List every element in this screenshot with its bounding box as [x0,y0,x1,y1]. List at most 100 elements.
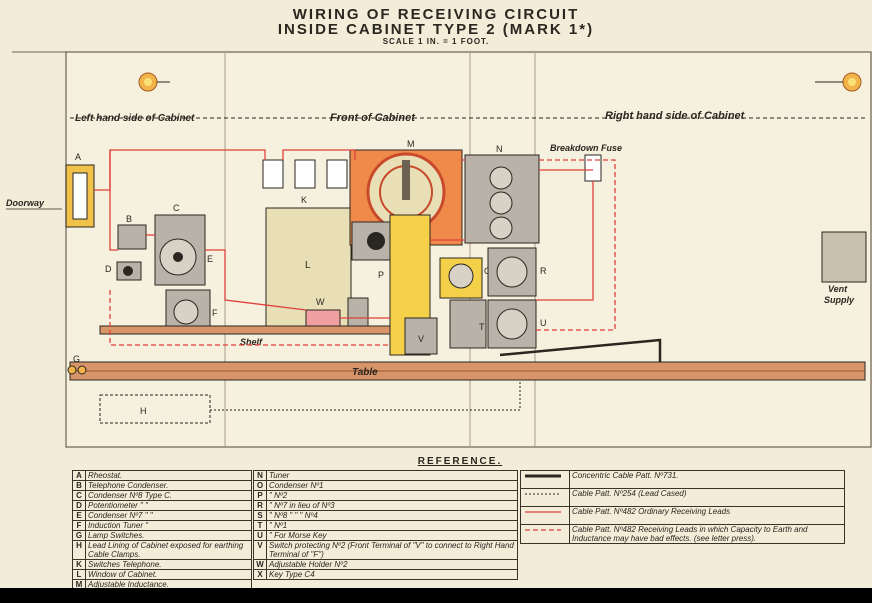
reference-description: Condenser Nº7 " " [85,510,252,521]
reference-key: N [253,470,267,481]
receiving-leads [94,149,594,319]
letter-p: P [378,270,384,280]
condenser-o-dial [448,263,474,289]
adjustable-inductance-m-arm [402,160,410,200]
reference-row: P" Nº2 [253,490,518,501]
vent-supply-grille [821,231,867,283]
letter-v: W [316,297,325,307]
reference-row: T" Nº1 [253,520,518,531]
holder-w [347,297,369,327]
cable-legend-row: Cable Patt. Nº482 Receiving Leads in whi… [520,524,845,544]
window-l [265,207,352,329]
lamp-switch-1-icon [67,365,77,375]
reference-description: Condenser Nº8 Type C. [85,490,252,501]
concentric-cable [499,338,662,362]
switch-v [305,309,341,327]
reference-description: Tuner [266,470,518,481]
condenser-2-knob [367,232,385,250]
lead-lining-h [99,394,211,424]
label-breakdown-fuse: Breakdown Fuse [550,143,622,153]
tuner-n-dial-3 [489,216,513,240]
reference-key: G [72,530,86,541]
letter-h: H [140,406,147,416]
letter-n: N [496,144,503,154]
lamp-right-icon [815,72,862,92]
cable-description: Cable Patt. Nº482 Receiving Leads in whi… [569,524,845,544]
lead-cased-cable [210,380,521,411]
reference-key: C [72,490,86,501]
label-doorway: Doorway [6,198,45,208]
condenser-u [404,317,438,355]
sensitive-leads [109,159,616,346]
reference-key: A [72,470,86,481]
cable-description: Cable Patt. Nº482 Ordinary Receiving Lea… [569,506,845,525]
letter-r: R [540,266,547,276]
label-shelf: Shelf [240,337,263,347]
reference-table-cables: Concentric Cable Patt. Nº731.Cable Patt.… [520,470,845,544]
letter-b: B [126,214,132,224]
tuner-n-dial-1 [489,166,513,190]
cable-legend-row: Cable Patt. Nº482 Ordinary Receiving Lea… [520,506,845,525]
cable-sample [520,488,570,507]
reference-key: D [72,500,86,511]
switches-telephone-k [262,159,348,189]
label-table: Table [352,367,378,378]
reference-key: T [253,520,267,531]
tuner-n-dial-2 [489,191,513,215]
reference-row: R" Nº7 in lieu of Nº3 [253,500,518,511]
reference-key: U [253,530,267,541]
letter-l: L [305,260,311,271]
reference-key: V [253,540,267,560]
reference-description: Telephone Condenser. [85,480,252,491]
label-left-side: Left hand side of Cabinet [75,113,195,124]
cable-legend-row: Cable Patt. Nº254 (Lead Cased) [520,488,845,507]
induction-tuner-f-dial [173,299,199,325]
reference-key: H [72,540,86,560]
potentiometer-d-knob [123,266,133,276]
condenser-r-dial [496,256,528,288]
label-vent: Vent [828,284,848,294]
letter-t: U [540,318,547,328]
reference-description: " Nº8 " " " Nº4 [266,510,518,521]
cable-description: Cable Patt. Nº254 (Lead Cased) [569,488,845,507]
letter-k: K [301,195,307,205]
letter-c: C [173,203,180,213]
condenser-s [449,299,487,349]
label-supply: Supply [824,295,855,305]
letter-d: D [105,264,112,274]
letter-a: A [75,152,81,162]
letter-m: M [407,139,415,149]
reference-key: L [72,569,86,580]
label-right-side: Right hand side of Cabinet [605,110,746,122]
reference-key: W [253,559,267,570]
cable-description: Concentric Cable Patt. Nº731. [569,470,845,489]
reference-title: REFERENCE. [417,456,503,467]
reference-key: O [253,480,267,491]
reference-key: X [253,569,267,580]
shelf [99,325,391,335]
reference-description: Condenser Nº1 [266,480,518,491]
letter-e: E [207,254,213,264]
reference-key: K [72,559,86,570]
reference-key: F [72,520,86,531]
rheostat-a-window [72,172,88,220]
letter-f: F [212,308,218,318]
label-front: Front of Cabinet [330,112,416,124]
reference-key: S [253,510,267,521]
reference-description: Rheostat. [85,470,252,481]
telephone-condenser-b [117,224,147,250]
title-line-1: WIRING OF RECEIVING CIRCUIT [292,6,580,23]
reference-description: Lamp Switches. [85,530,252,541]
